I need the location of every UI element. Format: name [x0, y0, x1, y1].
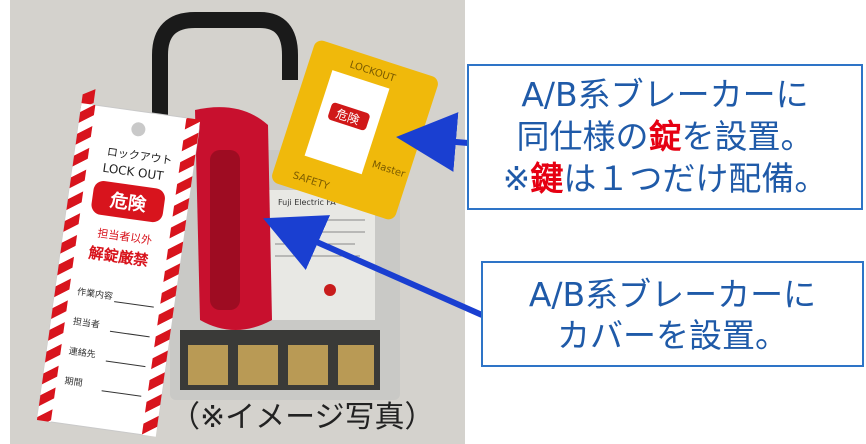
- callout-lock-line3-post: は１つだけ配備。: [563, 159, 828, 198]
- padlock-shackle: [152, 11, 298, 165]
- callout-lock: A/B系ブレーカーに 同仕様の錠を設置。 ※鍵は１つだけ配備。: [467, 64, 863, 210]
- callout-lock-line2-pre: 同仕様の: [516, 117, 649, 156]
- tag-field-period: 期間: [64, 376, 83, 389]
- callout-cover-line1: A/B系ブレーカーに: [528, 275, 817, 314]
- callout-cover: A/B系ブレーカーに カバーを設置。: [481, 261, 864, 367]
- tag-danger-label: 危険: [108, 189, 149, 216]
- breaker-brand: Fuji Electric FA: [278, 198, 336, 207]
- callout-lock-line3: ※鍵は１つだけ配備。: [469, 158, 861, 200]
- callout-cover-line2: カバーを設置。: [557, 316, 788, 355]
- callout-lock-line2-post: を設置。: [681, 117, 814, 156]
- callout-lock-line1: A/B系ブレーカーに: [521, 75, 809, 114]
- callout-lock-line2: 同仕様の錠を設置。: [469, 116, 861, 158]
- callout-lock-line3-pre: ※: [502, 159, 531, 198]
- tag-field-contact: 連絡先: [68, 345, 96, 361]
- callout-lock-highlight-key: 鍵: [530, 159, 564, 198]
- yellow-padlock: 危険 LOCKOUT SAFETY Master: [272, 40, 438, 220]
- lockout-tag: ロックアウト LOCK OUT 危険 担当者以外 解錠厳禁 作業内容 担当者 連…: [36, 89, 201, 437]
- lockout-photo: Fuji Electric FA 危険 LOCKOUT SAFETY Maste…: [10, 0, 465, 444]
- breaker-indicator: [324, 284, 336, 296]
- lockout-photo-illustration: Fuji Electric FA 危険 LOCKOUT SAFETY Maste…: [10, 0, 465, 444]
- tag-field-person: 担当者: [72, 315, 100, 331]
- callout-lock-highlight-lock: 錠: [648, 117, 682, 156]
- photo-caption: （※イメージ写真）: [170, 400, 435, 435]
